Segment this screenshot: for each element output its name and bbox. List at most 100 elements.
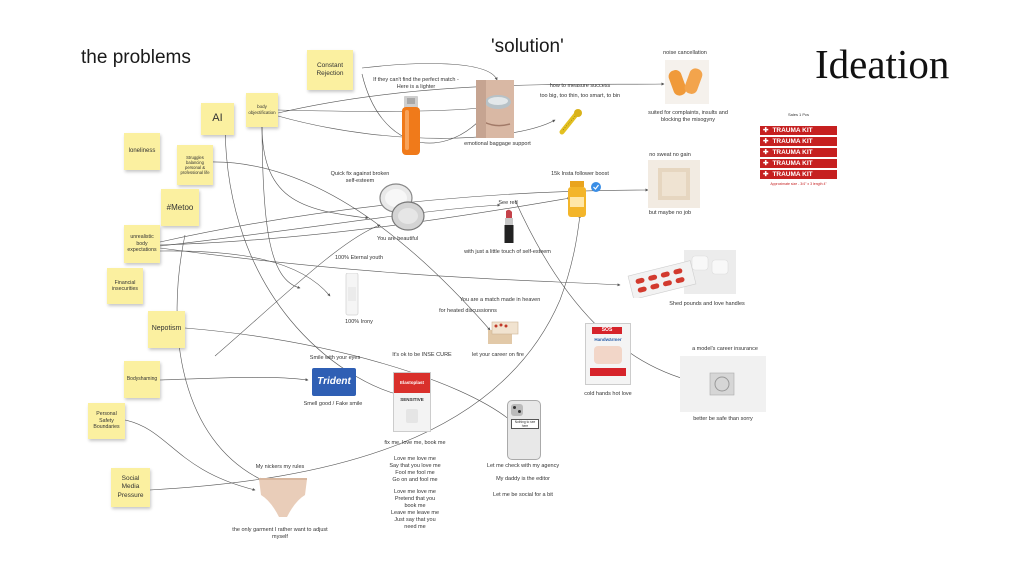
sticky-nepotism[interactable]: Nepotism <box>148 311 185 348</box>
arrow-struggles-to-matches <box>209 161 491 331</box>
plaster-brand: Elastoplast <box>399 380 424 385</box>
hand-warmer-brand: SOS <box>592 327 622 334</box>
sticky-metoo[interactable]: #Metoo <box>161 189 199 226</box>
social-bit-caption: Let me be social for a bit <box>493 492 553 498</box>
insecure-caption: It's ok to be INSE CURE <box>392 352 452 358</box>
irony-caption: 100% Irony <box>345 319 373 325</box>
hand-warmer-image[interactable]: SOS Handwärmer <box>585 323 631 385</box>
solution-title: 'solution' <box>491 36 564 57</box>
sticky-loneliness[interactable]: loneliness <box>124 133 160 170</box>
love-me-line-4: Go on and fool me <box>392 477 438 483</box>
arrow-metoo-to-underwear <box>176 234 263 481</box>
trauma-kit-patch-3: ✚TRAUMA KIT <box>760 148 837 157</box>
too-big-caption: too big, too thin, too smart, to bin <box>539 93 621 99</box>
love-me-line-3: Fool me fool me <box>395 470 435 476</box>
trident-gum-image[interactable]: Trident <box>312 368 356 396</box>
arrow-nepotism-to-phone <box>184 327 511 421</box>
arrow-ai-to-plasters <box>224 121 401 396</box>
arrow-rejection-to-lighter <box>361 63 498 81</box>
love-me-line-9: Just say that you <box>394 517 436 523</box>
smartphone-image[interactable]: Nothing to see here <box>507 400 541 460</box>
sticky-social-media[interactable]: Social Media Pressure <box>111 468 150 507</box>
plaster-sub: SENSITIVE <box>400 397 424 402</box>
smile-eyes-caption: Smile with your eyes <box>309 355 361 361</box>
you-beautiful-caption: You are beautiful <box>376 236 419 242</box>
trident-brand: Trident <box>317 376 351 387</box>
sticky-ai[interactable]: AI <box>201 103 234 135</box>
career-insurance-caption: a model's career insurance <box>692 346 758 352</box>
problems-title: the problems <box>81 47 191 68</box>
underwear-image[interactable] <box>257 475 309 521</box>
arrow-personal-to-underwear <box>124 419 256 491</box>
trauma-kit-patch-5: ✚TRAUMA KIT <box>760 170 837 179</box>
shed-pounds-caption: Shed pounds and love handles <box>669 301 745 307</box>
measuring-tape-image[interactable] <box>558 108 584 136</box>
suited-for-caption: suited for complaints, insults and block… <box>648 110 728 124</box>
self-esteem-caption: with just a little touch of self-esteem <box>464 249 551 255</box>
insta-boost-caption: 15k Insta follower boost <box>551 171 609 177</box>
only-garment-caption: the only garment I rather want to adjust… <box>232 527 328 541</box>
love-me-line-2: Say that you love me <box>389 463 441 469</box>
phone-sticker: Nothing to see here <box>511 419 539 430</box>
supplement-bottle-image[interactable] <box>565 181 605 219</box>
arrow-unrealistic-to-tube <box>159 250 331 297</box>
smell-good-caption: Smell good / Fake smile <box>303 401 363 407</box>
sticky-bodyshaming[interactable]: Bodyshaming <box>124 361 160 398</box>
trauma-kit-patch-4: ✚TRAUMA KIT <box>760 159 837 168</box>
emotional-baggage-caption: emotional baggage support <box>464 141 531 147</box>
towel-image[interactable] <box>648 160 700 208</box>
arrow-body-to-face <box>277 106 481 112</box>
trauma-kit-patches[interactable]: Sales 1 Pcs ✚TRAUMA KIT ✚TRAUMA KIT ✚TRA… <box>760 112 837 192</box>
matches-image[interactable] <box>486 318 520 346</box>
lighter-caption: If they can't find the perfect match - H… <box>373 77 459 91</box>
fix-me-caption: fix me, love me, book me <box>384 440 446 446</box>
sticky-constant-rejection[interactable]: Constant Rejection <box>307 50 353 90</box>
quick-fix-caption: Quick fix against broken self-esteem <box>330 171 390 185</box>
trauma-kit-patch-1: ✚TRAUMA KIT <box>760 126 837 135</box>
match-heaven-caption: You are a match made in heaven <box>459 297 541 303</box>
sticky-body-objectification[interactable]: body objectification <box>246 93 278 127</box>
see-red-caption: See red <box>498 200 518 206</box>
hand-warmer-sub: Handwärmer <box>594 337 622 342</box>
measure-success-caption: how to measure success <box>549 83 611 89</box>
pill-blister-image[interactable] <box>622 250 736 298</box>
earplugs-image[interactable] <box>665 60 709 104</box>
noise-cancellation-caption: noise cancellation <box>663 50 707 56</box>
arrow-unrealistic-to-lipstick <box>159 203 501 247</box>
love-me-line-6: Pretend that you <box>394 496 436 502</box>
lipstick-image[interactable] <box>503 208 515 244</box>
no-job-caption: but maybe no job <box>648 210 692 216</box>
eternal-youth-caption: 100% Eternal youth <box>335 255 384 261</box>
love-me-line-10: need me <box>404 524 426 530</box>
sticky-unrealistic[interactable]: unrealistic body expectations <box>124 225 160 263</box>
arrow-nepotism-to-mirror <box>214 224 381 357</box>
trauma-kit-patch-2: ✚TRAUMA KIT <box>760 137 837 146</box>
lighter-image[interactable] <box>400 96 424 158</box>
trauma-kit-header: Sales 1 Pcs <box>787 112 810 117</box>
condom-wrapper-image[interactable] <box>680 356 766 412</box>
heated-discussions-caption: for heated discussionns <box>439 308 497 314</box>
sticky-struggles[interactable]: Struggles balancing personal & professio… <box>177 145 213 185</box>
sticky-personal-safety[interactable]: Personal Safety Boundaries <box>88 403 125 439</box>
career-fire-caption: let your career on fire <box>472 352 524 358</box>
sticky-financial[interactable]: Financial insecurities <box>107 268 143 304</box>
better-safe-caption: better be safe than sorry <box>693 416 753 422</box>
daddy-caption: My daddy is the editor <box>496 476 550 482</box>
no-sweat-caption: no sweat no gain <box>649 152 691 158</box>
agency-caption: Let me check with my agency <box>486 463 560 469</box>
face-eyepatch-image[interactable] <box>476 80 514 138</box>
love-me-line-5: Love me love me <box>394 489 436 495</box>
arrow-bodyshaming-to-gum <box>159 376 309 382</box>
love-me-line-8: Leave me leave me <box>391 510 439 516</box>
arrow-ai-down <box>261 117 301 289</box>
cold-hands-caption: cold hands hot love <box>584 391 632 397</box>
knickers-caption: My nickers my rules <box>255 464 305 470</box>
arrow-social-to-phone <box>149 214 582 491</box>
compact-mirror-image[interactable] <box>376 178 428 234</box>
arrow-body-to-mirror <box>261 117 369 220</box>
love-me-line-7: book me <box>404 503 426 509</box>
cream-tube-image[interactable] <box>342 273 362 317</box>
ideation-title: Ideation <box>815 41 950 87</box>
plasters-box-image[interactable]: Elastoplast SENSITIVE <box>393 372 431 432</box>
